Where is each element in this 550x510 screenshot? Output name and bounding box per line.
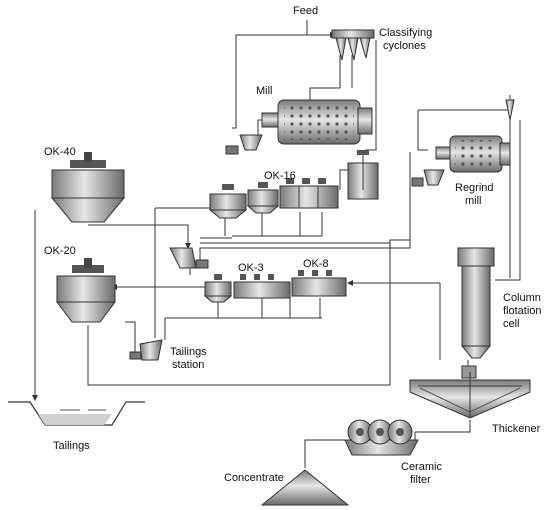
label-mill: Mill [256, 85, 273, 97]
label-tailings: Tailings [53, 440, 90, 452]
label-cell: cell [503, 318, 520, 330]
label-ok-3: OK-3 [238, 262, 264, 274]
label-thickener: Thickener [492, 423, 541, 435]
label-ok-8: OK-8 [303, 258, 329, 270]
label-classifying: Classifying [379, 27, 432, 39]
label-flotation: flotation [503, 305, 542, 317]
concentrate-pile [260, 469, 350, 506]
ok-3-ok-8-bank [203, 270, 347, 303]
label-ok-40: OK-40 [44, 146, 76, 158]
ok-16-bank [208, 178, 339, 219]
conditioner [347, 150, 379, 200]
label-ok-16: OK-16 [264, 170, 296, 182]
label-filter: filter [410, 474, 431, 486]
label-column: Column [503, 292, 541, 304]
label-ok-20: OK-20 [44, 245, 76, 257]
label-cyclones: cyclones [383, 40, 426, 52]
label-tailings-station: Tailings [170, 346, 207, 358]
label-regrind: Regrind [455, 182, 494, 194]
regrind-mill [411, 99, 515, 187]
ok-40-cell [50, 152, 126, 223]
ok-20-cell [56, 258, 116, 323]
label-ceramic: Ceramic [401, 461, 442, 473]
ceramic-filter [344, 419, 419, 456]
label-regrind-mill: mill [465, 195, 482, 207]
thickener [409, 365, 531, 419]
pipes [32, 20, 521, 468]
column-flotation-cell [457, 247, 495, 359]
pump-separator [169, 247, 209, 269]
tailings-station [129, 339, 163, 361]
tailings-pond [8, 401, 145, 426]
label-station: station [172, 359, 204, 371]
label-feed: Feed [293, 5, 318, 17]
classifying-cyclones [331, 29, 375, 61]
mill [225, 99, 373, 155]
label-concentrate: Concentrate [224, 472, 284, 484]
